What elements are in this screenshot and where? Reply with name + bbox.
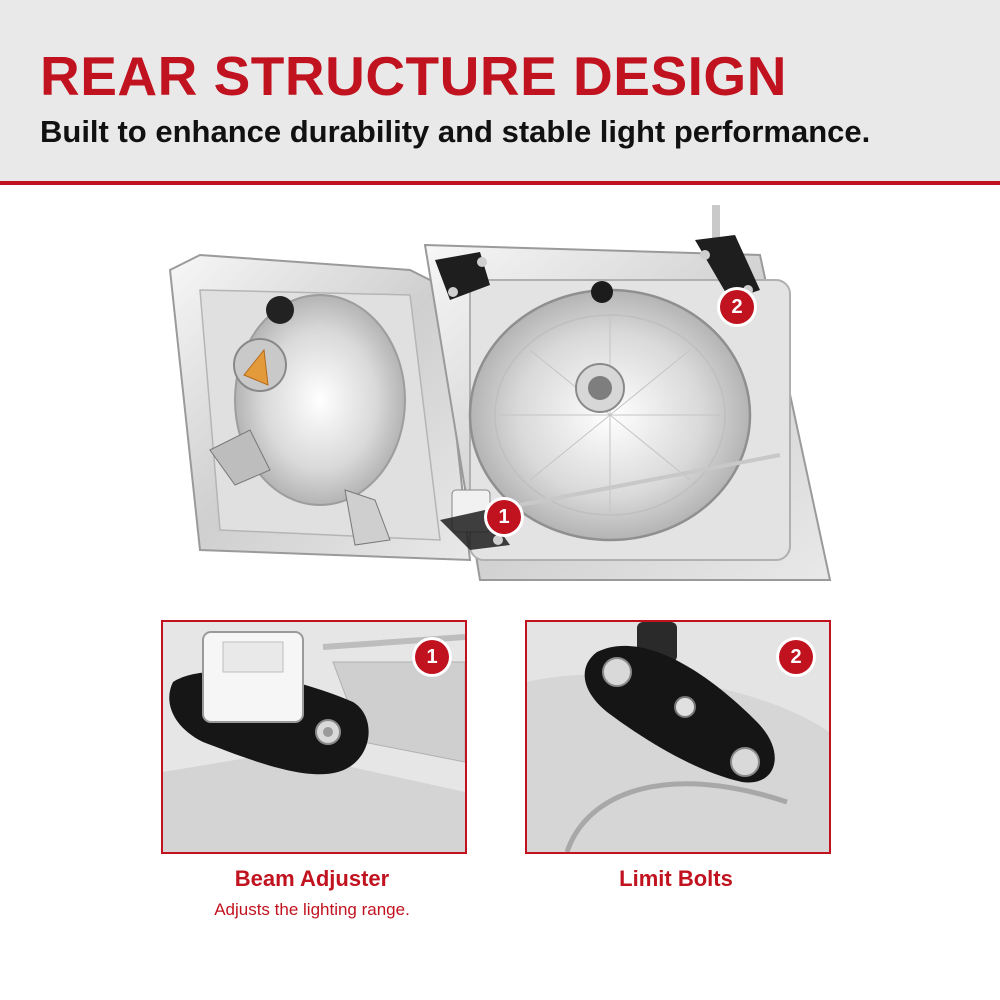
panel-marker-2: 2 — [779, 640, 813, 674]
hero-marker-2: 2 — [720, 290, 754, 324]
panel-marker-1: 1 — [415, 640, 449, 674]
header-banner — [0, 0, 1000, 181]
limit-bolts-detail-image: 2 — [525, 620, 831, 854]
headlight-illustration — [168, 205, 832, 581]
beam-adjuster-description: Adjusts the lighting range. — [214, 900, 410, 919]
hero-marker-1: 1 — [487, 500, 521, 534]
limit-bolts-illustration — [527, 622, 829, 852]
headlight-rear-image: 1 2 — [140, 200, 860, 590]
beam-adjuster-title: Beam Adjuster — [234, 866, 390, 891]
beam-adjuster-detail-image: 1 — [161, 620, 467, 854]
page-title: REAR STRUCTURE DESIGN — [40, 45, 787, 107]
limit-bolts-title: Limit Bolts — [619, 866, 733, 891]
page-subtitle: Built to enhance durability and stable l… — [40, 114, 871, 149]
beam-adjuster-illustration — [163, 622, 465, 852]
header-divider — [0, 181, 1000, 185]
